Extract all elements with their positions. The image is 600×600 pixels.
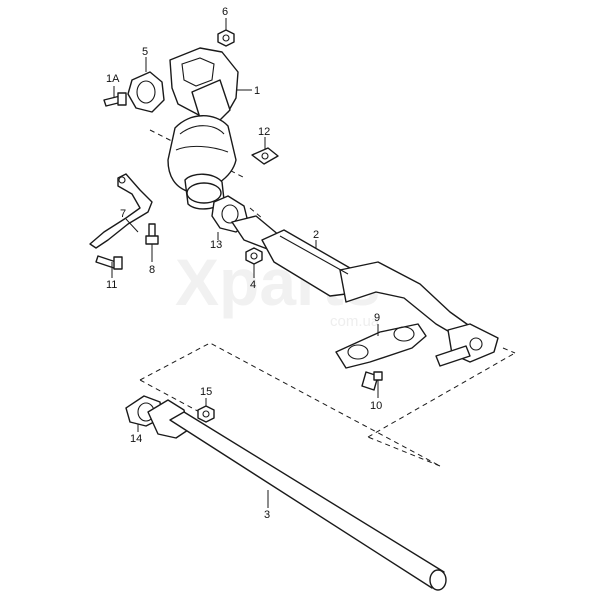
part-8-bolt[interactable] [145, 223, 159, 245]
callout-13: 13 [210, 239, 222, 251]
part-1-catalytic-converter[interactable] [167, 47, 239, 210]
callout-3: 3 [264, 509, 270, 521]
part-12-bracket[interactable] [251, 147, 279, 165]
assembly-boundary-lower [139, 342, 516, 467]
callout-5: 5 [142, 46, 148, 58]
part-10-bolt[interactable] [361, 371, 383, 391]
callout-2: 2 [313, 229, 319, 241]
part-9-gasket[interactable] [335, 323, 427, 369]
callout-9: 9 [374, 312, 380, 324]
callout-4: 4 [250, 279, 256, 291]
part-5-gasket[interactable] [127, 71, 165, 113]
callout-labels: 6 5 1A 1 12 7 8 11 13 4 2 9 10 15 14 3 [106, 6, 382, 521]
callout-10: 10 [370, 400, 382, 412]
callout-7: 7 [120, 208, 126, 220]
callout-12: 12 [258, 126, 270, 138]
part-4-nut[interactable] [245, 247, 263, 265]
right-flange-assembly[interactable] [435, 323, 499, 367]
callout-6: 6 [222, 6, 228, 18]
part-7-bracket[interactable] [89, 173, 153, 249]
watermark-suffix: com.ua [330, 313, 380, 330]
assembly-boundary-right [367, 352, 516, 438]
callout-1: 1 [254, 85, 260, 97]
assembly-boundary-upper [149, 129, 263, 219]
leader-lines [111, 18, 379, 508]
part-1a-bolt[interactable] [103, 92, 127, 107]
callout-14: 14 [130, 433, 142, 445]
part-6-nut[interactable] [217, 29, 235, 47]
part-15-nut[interactable] [197, 405, 215, 423]
callout-8: 8 [149, 264, 155, 276]
callout-15: 15 [200, 386, 212, 398]
callout-11: 11 [106, 279, 117, 291]
part-3-rear-pipe[interactable] [147, 399, 447, 591]
callout-1a: 1A [106, 73, 120, 85]
part-11-bolt[interactable] [95, 255, 123, 270]
